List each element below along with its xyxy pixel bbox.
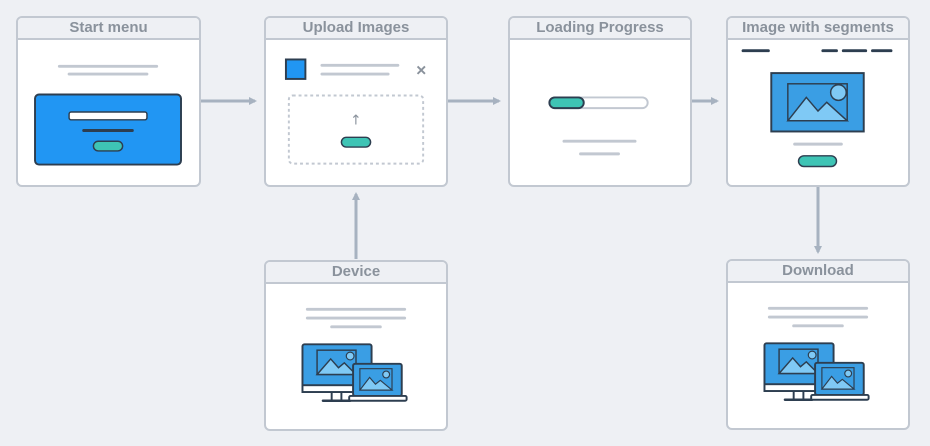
close-icon: ×: [416, 60, 426, 80]
image-segments-illustration: [741, 49, 893, 168]
device-card: Device: [264, 260, 448, 431]
drop-zone: [287, 94, 425, 165]
image-segments-body: [728, 40, 908, 185]
upload-button: [340, 136, 372, 148]
upload-images-body: × ↑: [266, 40, 446, 185]
start-menu-card: Start menu: [16, 16, 201, 187]
start-menu-body: [18, 40, 199, 185]
file-thumbnail-icon: [284, 58, 307, 80]
image-mountain-icon: [770, 72, 865, 133]
download-body: [728, 283, 908, 428]
download-title: Download: [728, 261, 908, 283]
start-menu-title: Start menu: [18, 18, 199, 40]
loading-progress-illustration: [548, 96, 649, 156]
monitor-laptop-icon: [301, 343, 408, 402]
loading-progress-title: Loading Progress: [510, 18, 690, 40]
upload-images-illustration: × ↑: [284, 58, 426, 165]
upload-images-card: Upload Images × ↑: [264, 16, 448, 187]
image-segments-title: Image with segments: [728, 18, 908, 40]
upload-arrow-icon: ↑: [350, 113, 361, 129]
start-button: [92, 140, 124, 152]
monitor-laptop-icon: [763, 342, 870, 401]
device-illustration: [301, 307, 408, 402]
segment-action-button: [797, 155, 838, 168]
device-title: Device: [266, 262, 446, 284]
start-menu-input: [68, 111, 148, 121]
progress-fill: [548, 96, 585, 110]
download-illustration: [763, 306, 870, 401]
upload-images-title: Upload Images: [266, 18, 446, 40]
loading-progress-body: [510, 40, 690, 185]
start-menu-illustration: [34, 64, 182, 166]
download-card: Download: [726, 259, 910, 430]
image-segments-card: Image with segments: [726, 16, 910, 187]
loading-progress-card: Loading Progress: [508, 16, 692, 187]
device-body: [266, 284, 446, 429]
